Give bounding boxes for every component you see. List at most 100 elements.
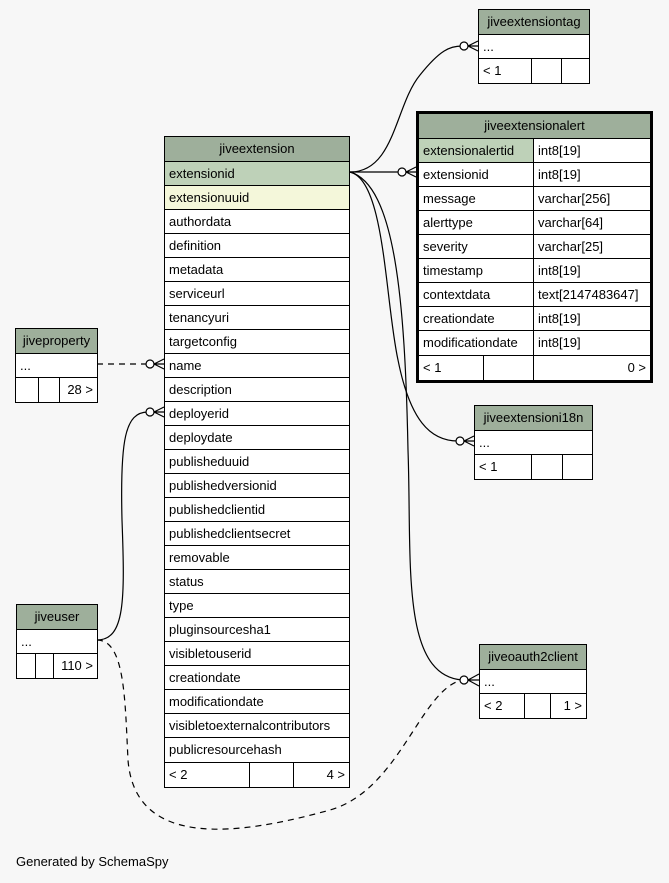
column-row: deployerid [165, 402, 349, 426]
column-name: serviceurl [169, 286, 225, 301]
column-name: creationdate [423, 311, 495, 326]
table-jiveuser[interactable]: jiveuser ... 110 > [16, 604, 98, 679]
footer-parents: < 1 [423, 360, 442, 375]
column-name: extensionid [169, 166, 235, 181]
column-type: int8[19] [533, 259, 650, 282]
column-name: removable [169, 550, 230, 565]
column-row: creationdate [165, 666, 349, 690]
column-row: metadata [165, 258, 349, 282]
column-name: alerttype [423, 215, 473, 230]
column-type: varchar[64] [533, 211, 650, 234]
edge-tag-circle [459, 41, 469, 51]
footer-mid [531, 455, 562, 479]
column-name: deployerid [169, 406, 229, 421]
table-footer: 110 > [17, 654, 97, 678]
table-title: jiveextensiontag [479, 10, 589, 35]
table-footer: < 1 [479, 59, 589, 83]
edge-i18n-circle [455, 436, 465, 446]
column-row: pluginsourcesha1 [165, 618, 349, 642]
crowfoot-alert [405, 166, 417, 178]
column-name: tenancyuri [169, 310, 229, 325]
edge-name-circle [145, 359, 155, 369]
column-row: visibletoexternalcontributors [165, 714, 349, 738]
column-name: message [423, 191, 476, 206]
table-jiveextensioni18n[interactable]: jiveextensioni18n ... < 1 [474, 405, 593, 480]
column-name: extensionuuid [169, 190, 250, 205]
table-title: jiveuser [17, 605, 97, 630]
footer-children: 28 > [59, 378, 97, 402]
footer-mid [35, 654, 53, 678]
column-name: metadata [169, 262, 224, 277]
column-name: pluginsourcesha1 [169, 622, 271, 637]
column-row: contextdata text[2147483647] [419, 283, 650, 307]
footer-mid [38, 378, 59, 402]
column-row: visibletouserid [165, 642, 349, 666]
column-name: type [169, 598, 194, 613]
column-row: modificationdate [165, 690, 349, 714]
table-title: jiveproperty [16, 329, 97, 354]
column-name: visibletoexternalcontributors [169, 718, 331, 733]
column-name: publishedclientsecret [169, 526, 291, 541]
table-footer: < 2 1 > [480, 694, 586, 718]
edge-user-deployerid [96, 411, 149, 641]
column-name: publisheduuid [169, 454, 250, 469]
footer-parents [17, 654, 35, 678]
footer-children: 0 > [533, 356, 650, 380]
column-name: creationdate [169, 670, 241, 685]
column-name: publishedversionid [169, 478, 277, 493]
column-name: targetconfig [169, 334, 237, 349]
edge-oauth-circle [459, 675, 469, 685]
footer-children: 1 > [550, 694, 586, 718]
column-type: varchar[25] [533, 235, 650, 258]
table-row: ... [479, 35, 589, 59]
footer-mid [531, 59, 561, 83]
column-row: deploydate [165, 426, 349, 450]
crowfoot-deployerid [153, 406, 165, 418]
table-jiveoauth2client[interactable]: jiveoauth2client ... < 2 1 > [479, 644, 587, 719]
column-row: publishedclientid [165, 498, 349, 522]
column-type: text[2147483647] [533, 283, 650, 306]
column-row: name [165, 354, 349, 378]
column-name: definition [169, 238, 222, 253]
column-name: publishedclientid [169, 502, 266, 517]
column-row: description [165, 378, 349, 402]
column-type: varchar[256] [533, 187, 650, 210]
table-jiveproperty[interactable]: jiveproperty ... 28 > [15, 328, 98, 403]
column-row: tenancyuri [165, 306, 349, 330]
footer-children [562, 455, 592, 479]
table-row: ... [475, 431, 592, 455]
column-name: status [169, 574, 204, 589]
footer-children [561, 59, 589, 83]
column-name: timestamp [423, 263, 483, 278]
column-row: serviceurl [165, 282, 349, 306]
footer-parents [16, 378, 38, 402]
column-name: deploydate [169, 430, 233, 445]
column-name: name [169, 358, 202, 373]
column-name: authordata [169, 214, 232, 229]
table-jiveextensiontag[interactable]: jiveextensiontag ... < 1 [478, 9, 590, 84]
column-row: timestamp int8[19] [419, 259, 650, 283]
crowfoot-oauth [467, 673, 480, 687]
column-row: publishedversionid [165, 474, 349, 498]
table-footer: < 2 4 > [165, 762, 349, 787]
table-footer: < 1 0 > [419, 355, 650, 380]
column-name: modificationdate [169, 694, 264, 709]
table-footer: 28 > [16, 378, 97, 402]
column-type: int8[19] [533, 139, 650, 162]
column-type: int8[19] [533, 331, 650, 355]
table-row: ... [17, 630, 97, 654]
crowfoot-tag [467, 40, 479, 52]
footer-parents: < 2 [169, 767, 188, 782]
table-title: jiveextensioni18n [475, 406, 592, 431]
footer-parents: < 1 [479, 459, 498, 474]
footer-children: 110 > [53, 654, 97, 678]
column-name: contextdata [423, 287, 491, 302]
table-title: jiveoauth2client [480, 645, 586, 670]
column-row: authordata [165, 210, 349, 234]
